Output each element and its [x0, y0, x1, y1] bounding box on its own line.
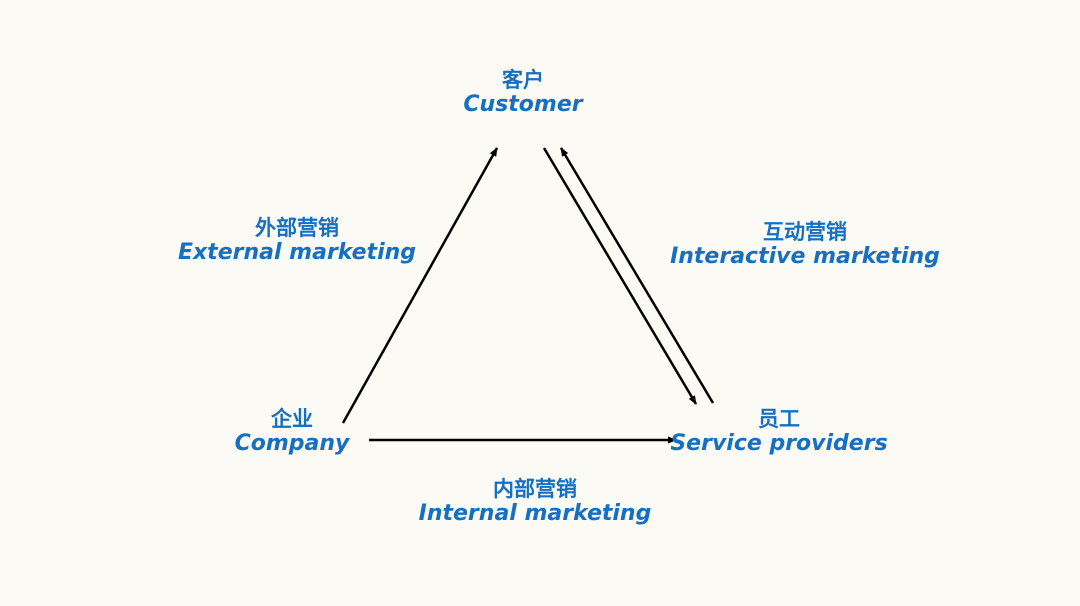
edge-internal-en: Internal marketing — [418, 501, 652, 527]
node-providers-en: Service providers — [670, 431, 888, 457]
edge-external-zh: 外部营销 — [254, 216, 339, 240]
arrow-company-to-customer — [341, 147, 499, 424]
node-customer-en: Customer — [463, 92, 583, 118]
edge-interactive: 互动营销 Interactive marketing — [670, 220, 940, 269]
node-customer: 客户 Customer — [463, 68, 582, 117]
arrow-customer-to-providers — [542, 147, 698, 405]
node-company-zh: 企业 — [271, 407, 313, 431]
edge-internal: 内部营销 Internal marketing — [419, 477, 652, 526]
edge-external: 外部营销 External marketing — [178, 216, 416, 265]
node-providers-zh: 员工 — [757, 407, 800, 431]
node-company: 企业 Company — [235, 407, 350, 456]
node-company-en: Company — [234, 431, 350, 457]
node-providers: 员工 Service providers — [670, 407, 887, 456]
arrow-providers-to-customer — [559, 147, 715, 404]
edge-internal-zh: 内部营销 — [492, 477, 577, 501]
edge-external-en: External marketing — [177, 240, 417, 266]
node-customer-zh: 客户 — [501, 68, 544, 92]
edge-interactive-en: Interactive marketing — [670, 244, 940, 270]
edge-interactive-zh: 互动营销 — [762, 220, 847, 244]
